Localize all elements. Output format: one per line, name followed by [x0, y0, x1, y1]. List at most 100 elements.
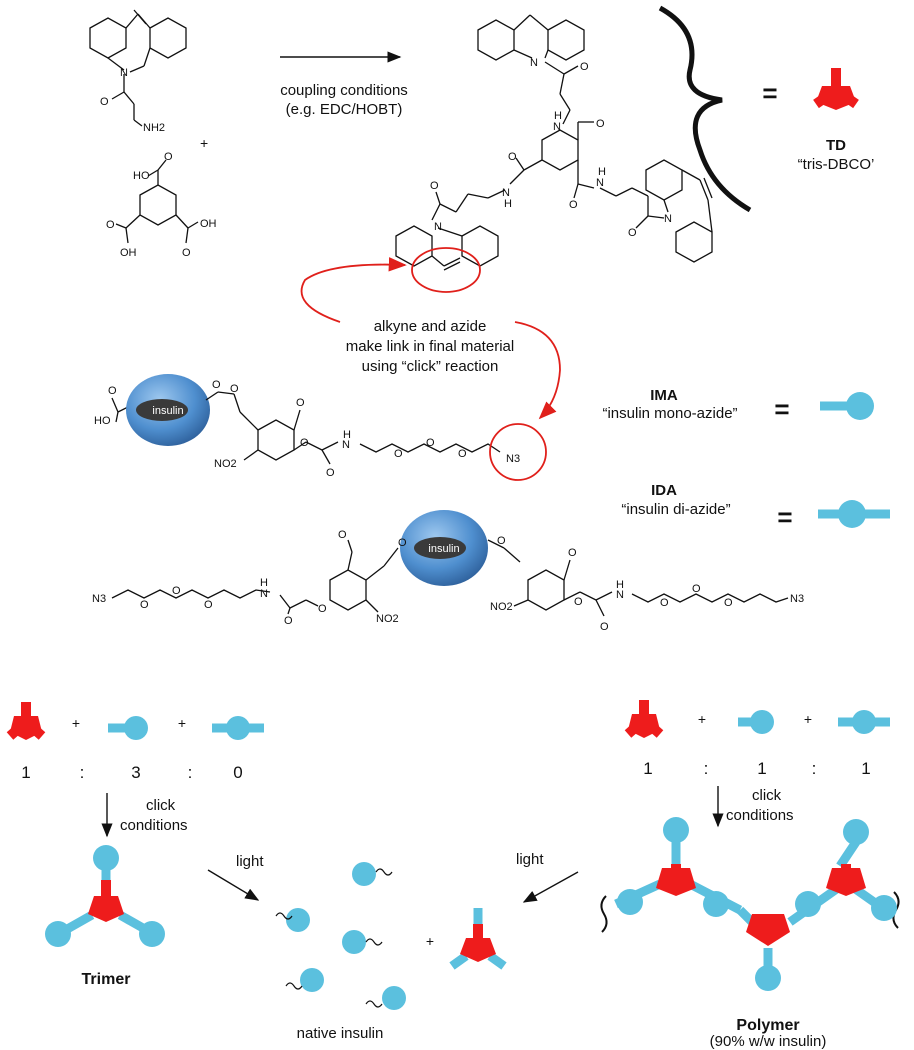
light-label-left: light: [236, 853, 264, 870]
annotation-line-2: make link in final material: [346, 338, 514, 355]
chem-o-label: O: [574, 596, 583, 608]
chem-o-label: O: [296, 397, 305, 409]
alkyne-highlight-circle: [411, 247, 481, 293]
chem-n-label: N: [502, 187, 510, 199]
dbco-amine-structure: [89, 9, 187, 127]
chem-o-label: O: [204, 599, 213, 611]
ida-name: IDA: [651, 482, 677, 499]
ratio-right-sep-2: :: [812, 759, 817, 778]
chem-n-label: N: [664, 213, 672, 225]
chem-nh2-label: NH2: [143, 122, 165, 134]
chem-o-label: O: [580, 61, 589, 73]
ratio-left-2: 3: [131, 763, 140, 782]
ida-icon: [818, 500, 890, 528]
chem-n-label: N: [596, 177, 604, 189]
chem-ho-label: HO: [133, 170, 150, 182]
plus-products: +: [426, 933, 434, 949]
ida-icon-right: [838, 710, 890, 734]
chem-n-label: N: [530, 57, 538, 69]
chem-o-label: O: [596, 118, 605, 130]
chem-o-label: O: [164, 151, 173, 163]
tricarboxylic-acid-structure: [115, 159, 199, 244]
chem-o-label: O: [140, 599, 149, 611]
native-insulin-cluster: [275, 862, 406, 1010]
chem-h-label: H: [616, 579, 624, 591]
light-arrow-left: [207, 869, 260, 901]
chem-oh-label: OH: [200, 218, 217, 230]
chem-n3-label: N3: [92, 593, 106, 605]
ratio-left-1: 1: [21, 763, 30, 782]
plus-reagents: +: [200, 135, 208, 151]
plus-left-2: +: [178, 715, 186, 731]
td-name: TD: [826, 137, 846, 154]
td-subtitle: “tris-DBCO’: [798, 156, 875, 173]
red-arrow-to-alkyne: [300, 257, 407, 323]
td-core-released: [449, 908, 507, 970]
native-insulin-label: native insulin: [297, 1025, 384, 1042]
chem-o-label: O: [212, 379, 221, 391]
polymer-network: [600, 817, 900, 991]
chem-o-label: O: [108, 385, 117, 397]
ratio-left-3: 0: [233, 763, 242, 782]
chem-o-label: O: [568, 547, 577, 559]
chem-n3-label: N3: [790, 593, 804, 605]
chem-h-label: H: [260, 577, 268, 589]
chem-o-label: O: [338, 529, 347, 541]
conditions-label-left: conditions: [120, 817, 188, 834]
td-icon-left: [6, 702, 46, 740]
light-label-right: light: [516, 851, 544, 868]
tris-dbco-structure: [395, 14, 713, 271]
ratio-left-sep-2: :: [188, 763, 193, 782]
equals-ida: =: [777, 502, 792, 532]
coupling-example-label: (e.g. EDC/HOBT): [286, 101, 403, 118]
ratio-right-sep-1: :: [704, 759, 709, 778]
chem-h-label: H: [554, 110, 562, 122]
equals-td: =: [762, 78, 777, 108]
conditions-label-right: conditions: [726, 807, 794, 824]
chem-no2-label: NO2: [490, 601, 513, 613]
chem-h-label: H: [343, 429, 351, 441]
insulin-label: insulin: [152, 405, 183, 417]
annotation-line-1: alkyne and azide: [374, 318, 487, 335]
chem-n3-label: N3: [506, 453, 520, 465]
chem-o-label: O: [106, 219, 115, 231]
chem-o-label: O: [724, 597, 733, 609]
chem-o-label: O: [569, 199, 578, 211]
chem-n-label: N: [342, 439, 350, 451]
click-label-right: click: [752, 787, 782, 804]
chem-o-label: O: [430, 180, 439, 192]
chem-o-label: O: [660, 597, 669, 609]
chem-h-label: H: [598, 166, 606, 178]
ratio-right-2: 1: [757, 759, 766, 778]
polymer-subtitle: (90% w/w insulin): [710, 1033, 827, 1050]
ida-subtitle: “insulin di-azide”: [621, 501, 730, 518]
chem-h-label: H: [504, 198, 512, 210]
chem-o-label: O: [326, 467, 335, 479]
chem-o-label: O: [628, 227, 637, 239]
chem-oh-label: OH: [120, 247, 137, 259]
chem-o-label: O: [284, 615, 293, 627]
chem-o-label: O: [600, 621, 609, 633]
click-label-left: click: [146, 797, 176, 814]
ima-icon-left: [108, 716, 148, 740]
coupling-conditions-label: coupling conditions: [280, 82, 408, 99]
ratio-right-3: 1: [861, 759, 870, 778]
chem-o-label: O: [458, 448, 467, 460]
chem-o-label: O: [318, 603, 327, 615]
insulin-label-2: insulin: [428, 543, 459, 555]
chem-o-label: O: [300, 437, 309, 449]
chem-o-label: O: [182, 247, 191, 259]
chem-no2-label: NO2: [376, 613, 399, 625]
ida-icon-left: [212, 716, 264, 740]
ratio-right-1: 1: [643, 759, 652, 778]
chem-n-label: N: [434, 221, 442, 233]
ima-structure: [111, 374, 501, 465]
chem-o-label: O: [426, 437, 435, 449]
trimer-icon: [45, 845, 165, 947]
plus-left-1: +: [72, 715, 80, 731]
chem-n-label: N: [120, 67, 128, 79]
polymer-label: Polymer: [736, 1017, 799, 1034]
chem-o-label: O: [100, 96, 109, 108]
curly-brace: [658, 5, 752, 213]
